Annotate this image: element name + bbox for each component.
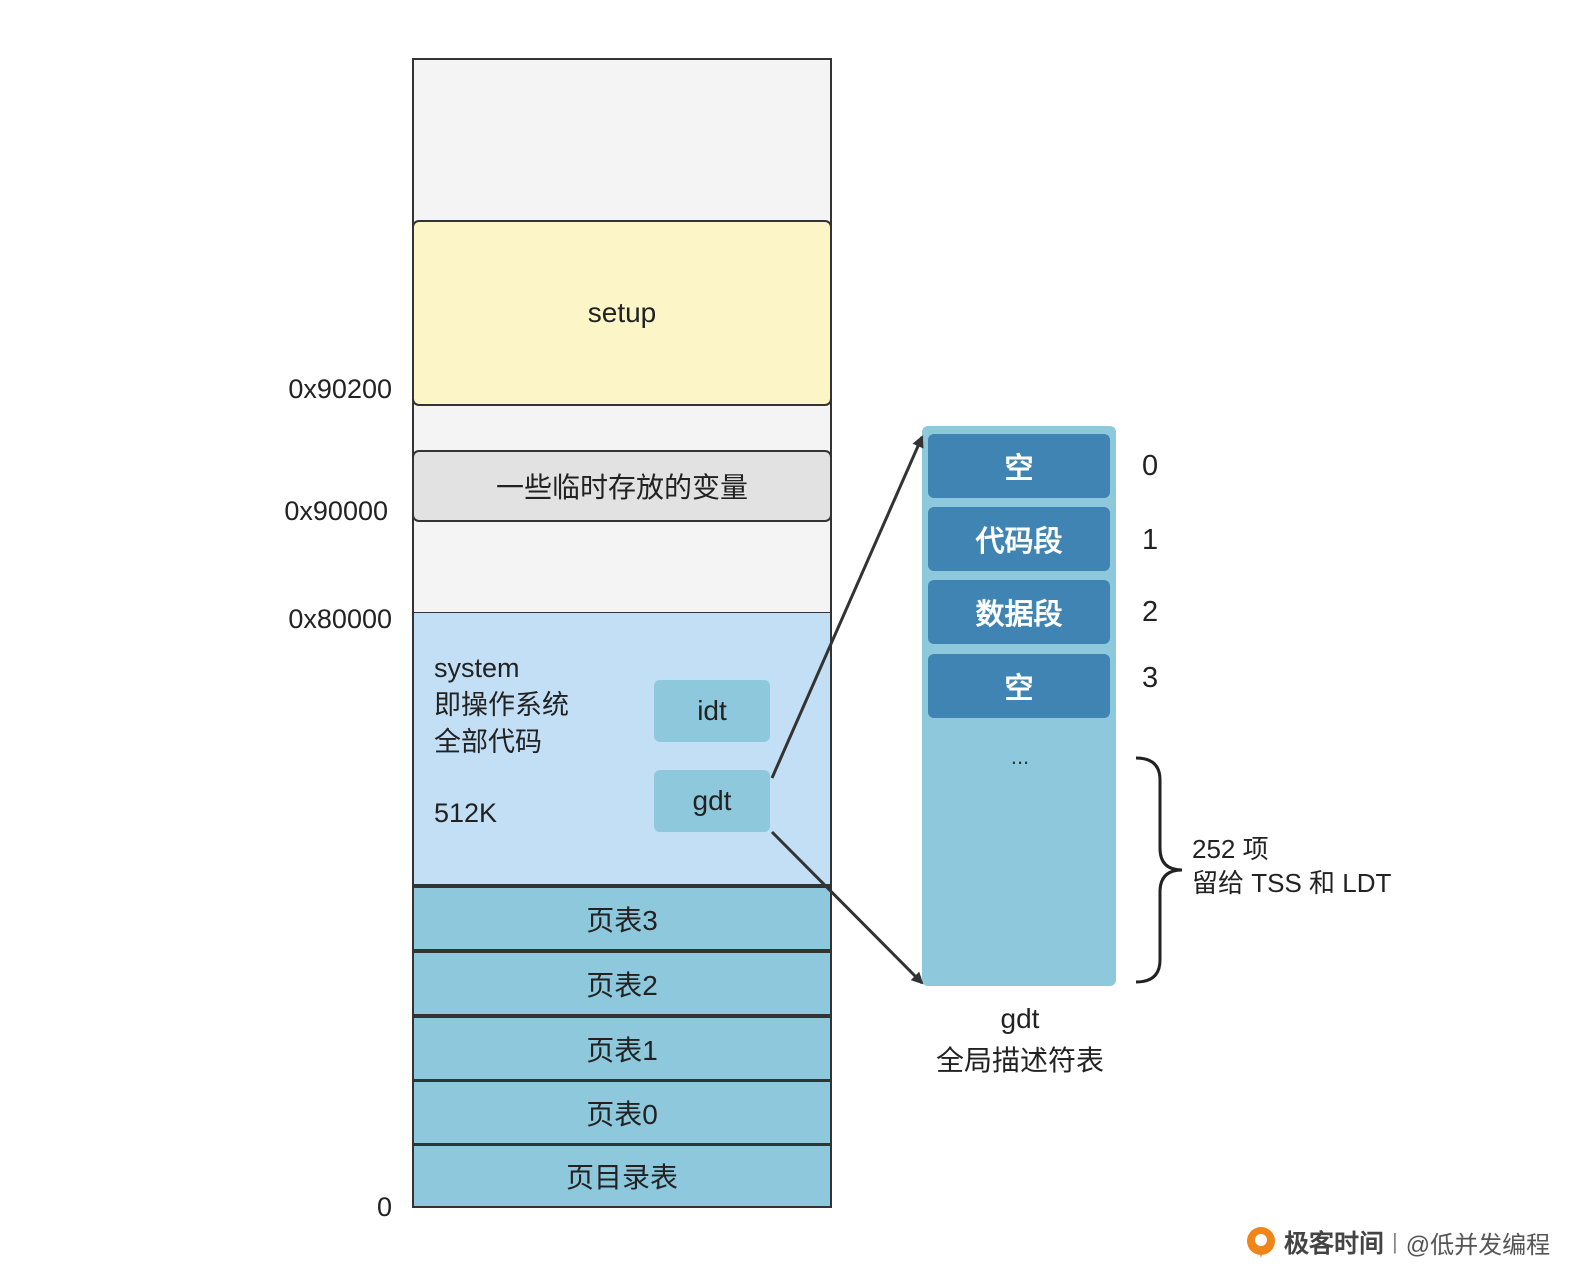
reserved-count: 252 项 bbox=[1192, 834, 1269, 864]
page-table-3: 页表3 bbox=[412, 886, 832, 951]
geektime-logo-icon bbox=[1247, 1227, 1275, 1258]
page-table-label: 页表2 bbox=[586, 969, 658, 1001]
page-table-2: 页表2 bbox=[412, 951, 832, 1016]
gdt-index: 0 bbox=[1142, 450, 1159, 482]
reserved-brace bbox=[1135, 756, 1183, 984]
footer-separator: | bbox=[1392, 1229, 1398, 1254]
temp-variables-block: 一些临时存放的变量 bbox=[412, 450, 832, 522]
idt-block: idt bbox=[654, 680, 770, 742]
temp-variables-label: 一些临时存放的变量 bbox=[495, 472, 748, 503]
gdt-bottom-arrow bbox=[770, 830, 924, 985]
gdt-block: gdt bbox=[654, 770, 770, 832]
idt-label: idt bbox=[697, 695, 727, 726]
page-table-1: 页表1 bbox=[412, 1016, 832, 1081]
gdt-caption-subtitle: 全局描述符表 bbox=[935, 1045, 1104, 1076]
brand-name: 极客时间 bbox=[1284, 1230, 1385, 1258]
gdt-index: 1 bbox=[1142, 524, 1159, 556]
setup-block: setup bbox=[412, 220, 832, 406]
address-0x90200: 0x90200 bbox=[288, 374, 392, 404]
gdt-ellipsis: ... bbox=[1010, 744, 1030, 769]
gdt-entry-label: 空 bbox=[1004, 453, 1034, 485]
reserved-description: 留给 TSS 和 LDT bbox=[1192, 868, 1392, 898]
page-directory: 页目录表 bbox=[412, 1144, 832, 1208]
gdt-caption-title: gdt bbox=[1000, 1003, 1040, 1034]
gdt-entry-data: 数据段 bbox=[928, 580, 1110, 644]
gdt-entry-null: 空 bbox=[928, 434, 1110, 498]
gdt-entry-code: 代码段 bbox=[928, 507, 1110, 571]
page-directory-label: 页目录表 bbox=[565, 1162, 678, 1193]
gdt-block-label: gdt bbox=[692, 785, 732, 816]
gdt-entry-empty: 空 bbox=[928, 654, 1110, 718]
gdt-entry-label: 代码段 bbox=[975, 526, 1063, 558]
footer-watermark: 极客时间 | @低并发编程 bbox=[1244, 1222, 1550, 1262]
address-0x90000: 0x90000 bbox=[284, 496, 388, 526]
system-label: system 即操作系统 全部代码 bbox=[434, 653, 569, 757]
gdt-index: 3 bbox=[1142, 662, 1159, 694]
gdt-caption: gdt 全局描述符表 bbox=[900, 998, 1140, 1082]
system-block bbox=[412, 612, 832, 886]
reserved-entries-label: 252 项 留给 TSS 和 LDT bbox=[1192, 832, 1391, 900]
page-table-0: 页表0 bbox=[412, 1080, 832, 1145]
address-0x80000: 0x80000 bbox=[288, 604, 392, 634]
address-0: 0 bbox=[376, 1192, 392, 1222]
gdt-entry-label: 数据段 bbox=[975, 599, 1063, 631]
system-size-label: 512K bbox=[434, 798, 498, 828]
gdt-top-arrow bbox=[770, 435, 924, 779]
page-table-label: 页表3 bbox=[586, 904, 658, 936]
gdt-index: 2 bbox=[1142, 596, 1159, 628]
page-table-label: 页表0 bbox=[586, 1098, 658, 1130]
author-handle: @低并发编程 bbox=[1405, 1231, 1551, 1259]
setup-label: setup bbox=[587, 297, 657, 328]
gdt-entry-label: 空 bbox=[1004, 673, 1034, 705]
page-table-label: 页表1 bbox=[586, 1034, 658, 1066]
